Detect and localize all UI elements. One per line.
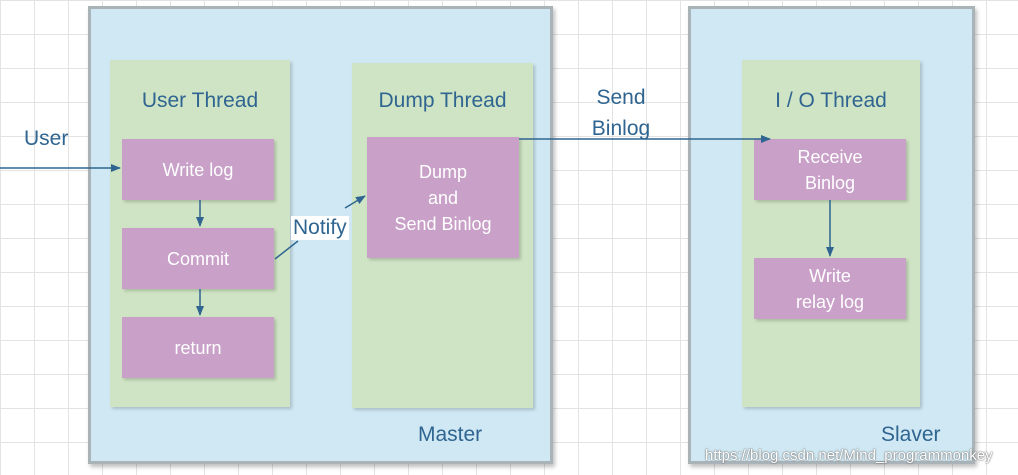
receive-binlog-step: Receive Binlog [754,139,906,200]
commit-step: Commit [122,228,274,289]
return-step: return [122,317,274,378]
notify-arrow-head [344,195,366,209]
slaver-label: Slaver [881,423,941,446]
dump-send-binlog-step: Dump and Send Binlog [367,137,519,258]
user-thread-title: User Thread [141,89,259,112]
notify-arrow [274,240,299,260]
notify-label: Notify [291,216,349,240]
master-label: Master [418,423,483,446]
send-binlog-label: Send Binlog [591,86,651,140]
user-label: User [24,127,69,150]
write-log-step: Write log [122,139,274,200]
watermark-text: https://blog.csdn.net/Mind_programmonkey [705,447,993,464]
io-thread-title: I / O Thread [775,89,887,112]
io-thread-box [742,60,920,407]
dump-thread-title: Dump Thread [378,89,507,112]
write-relay-log-step: Write relay log [754,258,906,319]
